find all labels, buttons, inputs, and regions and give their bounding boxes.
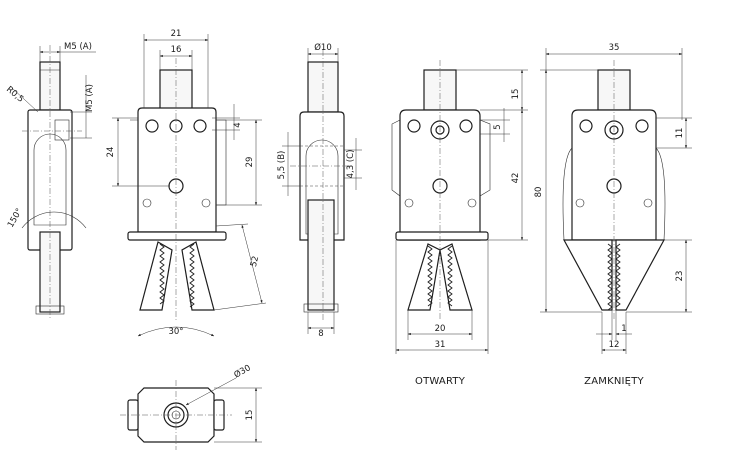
front-width-16-label: 16 — [171, 45, 182, 55]
side-radius-label: R0,5 — [4, 85, 25, 105]
closed-height-23-label: 23 — [675, 271, 685, 282]
front-offset-4-label: 4 — [233, 122, 243, 127]
side-angle-label: 150° — [6, 207, 25, 230]
profile-hole-b-label: 5,5 (B) — [277, 151, 287, 180]
closed-jaw-left — [562, 239, 613, 311]
profile-view: Ø10 5,5 (B) 4,3 (C) 8 — [277, 42, 362, 339]
closed-width-35-label: 35 — [609, 43, 620, 53]
front-view: 21 16 24 29 4 52 30° — [106, 29, 267, 337]
front-height-29-label: 29 — [245, 157, 255, 168]
front-body — [137, 107, 217, 233]
open-jaw-left — [407, 243, 441, 311]
front-jaw-52-label: 52 — [249, 255, 261, 268]
profile-hole-c-label: 4,3 (C) — [346, 150, 356, 179]
front-jaw-left — [139, 241, 173, 311]
closed-gap-1-label: 1 — [621, 324, 626, 334]
front-angle-30-label: 30° — [168, 327, 183, 337]
closed-width-12-label: 12 — [609, 340, 620, 350]
open-height-15-label: 15 — [511, 89, 521, 100]
profile-width-8-label: 8 — [318, 329, 323, 339]
open-offset-5-label: 5 — [493, 124, 503, 129]
closed-caption: ZAMKNIĘTY — [584, 376, 644, 387]
open-jaw-right — [439, 243, 473, 311]
closed-height-80-label: 80 — [534, 187, 544, 198]
bottom-view: Ø30 15 — [120, 362, 262, 450]
closed-jaw-right — [615, 239, 666, 311]
front-height-24-label: 24 — [106, 147, 116, 158]
profile-jaw — [307, 199, 335, 311]
front-width-21-label: 21 — [171, 29, 182, 39]
side-thread-top-label: M5 (A) — [64, 42, 92, 52]
closed-view: 35 80 11 23 1 12 ZAMKNIĘTY — [534, 43, 692, 387]
open-gap-20-label: 20 — [435, 324, 446, 334]
closed-height-11-label: 11 — [675, 128, 685, 139]
open-width-31-label: 31 — [435, 340, 446, 350]
bottom-dia-30-label: Ø30 — [232, 362, 253, 380]
open-view: 15 5 42 20 31 OTWARTY — [391, 60, 528, 387]
profile-dia-10-label: Ø10 — [314, 42, 332, 53]
open-caption: OTWARTY — [415, 376, 466, 387]
bottom-height-15-label: 15 — [245, 410, 255, 421]
side-thread-side-label: M5 (A) — [85, 84, 95, 112]
side-jaw-slot — [33, 133, 67, 226]
front-jaw-right — [181, 241, 215, 311]
open-height-42-label: 42 — [511, 173, 521, 184]
side-view: M5 (A) R0,5 M5 (A) 150° — [4, 42, 96, 320]
